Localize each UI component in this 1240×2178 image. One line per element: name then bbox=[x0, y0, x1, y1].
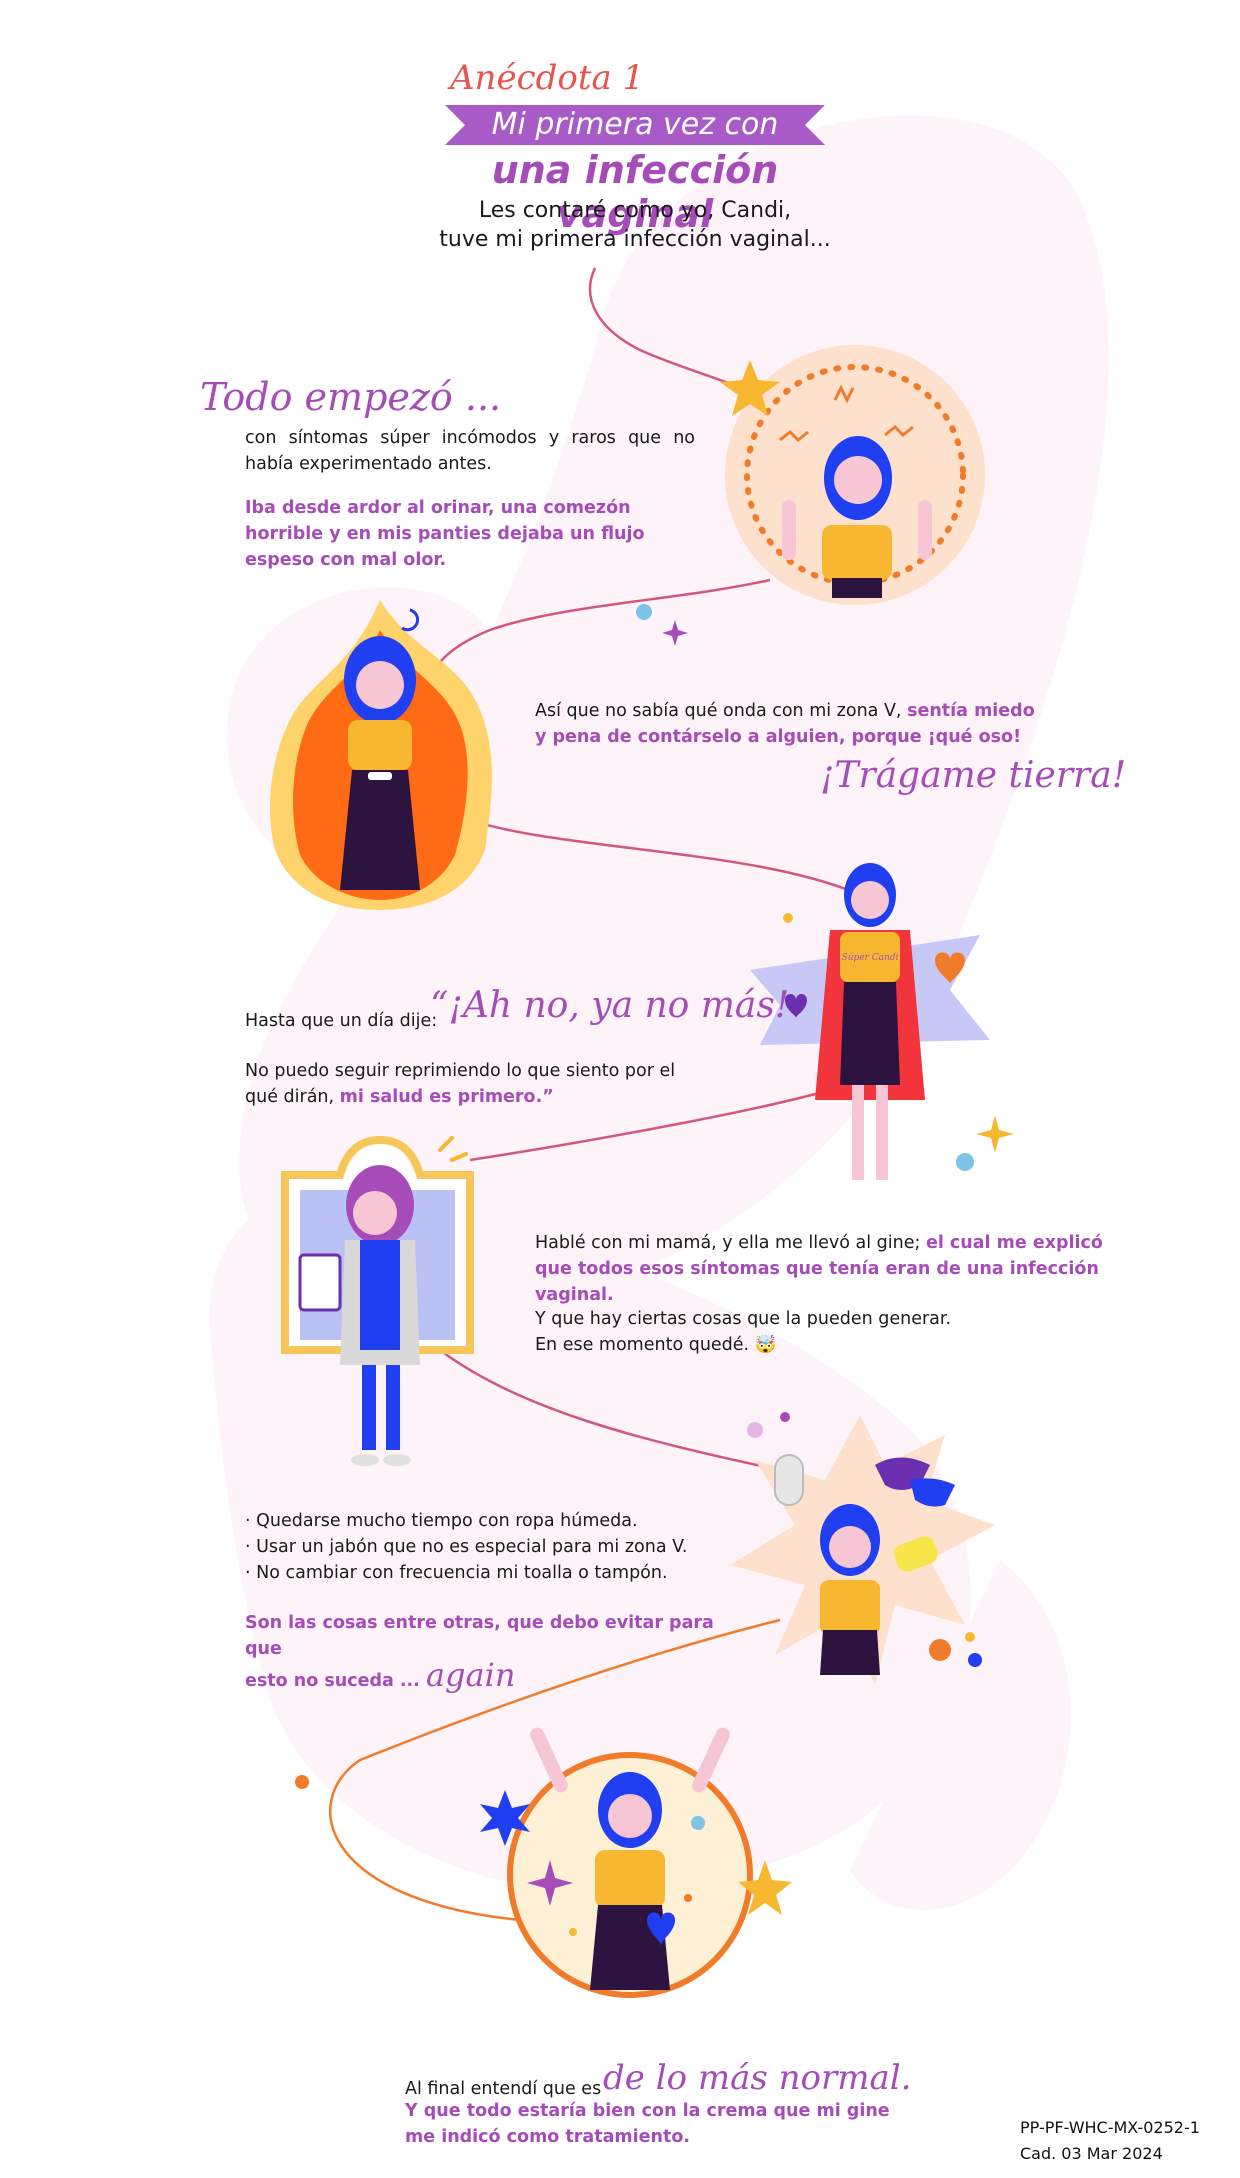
exploding-head-emoji: 🤯 bbox=[754, 1335, 777, 1355]
plus-sparkle-icon-2 bbox=[956, 1115, 1014, 1171]
section5-highlight: Son las cosas entre otras, que debo evit… bbox=[245, 1610, 745, 1694]
section2-text: Así que no sabía qué onda con mi zona V,… bbox=[535, 698, 1035, 750]
header-banner-shape bbox=[445, 105, 825, 145]
plus-sparkle-icon bbox=[636, 604, 688, 646]
section5-highlight-1: Son las cosas entre otras, que debo evit… bbox=[245, 1613, 714, 1659]
bullet-item: · No cambiar con frecuencia mi toalla o … bbox=[245, 1563, 668, 1583]
section4-text: Hablé con mi mamá, y ella me llevó al gi… bbox=[535, 1230, 1105, 1308]
section6-highlight: Y que todo estaría bien con la crema que… bbox=[405, 2098, 925, 2150]
section3-text: No puedo seguir reprimiendo lo que sient… bbox=[245, 1058, 705, 1110]
header-banner-text: Mi primera vez con bbox=[491, 107, 779, 142]
footer-legal: PP-PF-WHC-MX-0252-1 Cad. 03 Mar 2024 bbox=[1020, 2115, 1200, 2167]
section4-text2: Y que hay ciertas cosas que la pueden ge… bbox=[535, 1306, 1095, 1358]
footer-code: PP-PF-WHC-MX-0252-1 bbox=[1020, 2118, 1200, 2137]
section5-highlight-2: esto no suceda ... again bbox=[245, 1656, 516, 1694]
illustration-stressed-candi bbox=[720, 345, 985, 605]
heart-icon bbox=[935, 952, 965, 984]
section4-line-b: En ese momento quedé. 🤯 bbox=[535, 1335, 777, 1355]
footer-expiry: Cad. 03 Mar 2024 bbox=[1020, 2144, 1163, 2163]
header-kicker: Anécdota 1 bbox=[450, 58, 645, 98]
section2-plain: Así que no sabía qué onda con mi zona V, bbox=[535, 701, 902, 721]
header-intro: Les contaré como yo, Candi, tuve mi prim… bbox=[420, 196, 850, 254]
illustration-candi-on-fire bbox=[270, 600, 492, 910]
section6-lead: Al final entendí que es bbox=[405, 2079, 602, 2099]
sparkle-star-icon bbox=[720, 360, 780, 416]
section5-script: again bbox=[425, 1656, 516, 1694]
illustration-happy-candi bbox=[295, 1727, 792, 1998]
super-candi-shirt: Súper Candi bbox=[842, 952, 899, 963]
sparkle-star-icon-blue bbox=[480, 1790, 530, 1846]
section4-highlight: el cual me explicó que todos esos síntom… bbox=[535, 1233, 1103, 1305]
illustration-doctor bbox=[281, 1135, 474, 1466]
intro-line-2: tuve mi primera infección vaginal... bbox=[439, 227, 831, 252]
section1-highlight: Iba desde ardor al orinar, una comezón h… bbox=[245, 498, 645, 570]
section3-highlight: mi salud es primero.” bbox=[339, 1087, 554, 1107]
section4-line-a: Y que hay ciertas cosas que la pueden ge… bbox=[535, 1309, 952, 1329]
bullet-item: · Usar un jabón que no es especial para … bbox=[245, 1537, 688, 1557]
section6-highlight-1: Y que todo estaría bien con la crema que… bbox=[405, 2101, 890, 2121]
section2-highlight: sentía miedo y pena de contárselo a algu… bbox=[535, 701, 1035, 747]
section5-bullets: · Quedarse mucho tiempo con ropa húmeda.… bbox=[245, 1508, 725, 1586]
section6-script: de lo más normal. bbox=[603, 2058, 912, 2098]
header-headline: una infección vaginal bbox=[491, 148, 779, 236]
section4-plain: Hablé con mi mamá, y ella me llevó al gi… bbox=[535, 1233, 921, 1253]
section3-lead: Hasta que un día dije: bbox=[245, 1011, 438, 1031]
pad-icon bbox=[774, 1454, 804, 1506]
section3-script: “¡Ah no, ya no más! bbox=[430, 985, 790, 1026]
section6-highlight-2: me indicó como tratamiento. bbox=[405, 2127, 690, 2147]
section1-script-title: Todo empezó ... bbox=[200, 375, 502, 419]
soap-icon bbox=[894, 1536, 938, 1572]
section3-plain: No puedo seguir reprimiendo lo que sient… bbox=[245, 1061, 676, 1107]
bullet-item: · Quedarse mucho tiempo con ropa húmeda. bbox=[245, 1511, 638, 1531]
section1-text: con síntomas súper incómodos y raros que… bbox=[245, 428, 695, 474]
intro-line-1: Les contaré como yo, Candi, bbox=[478, 198, 792, 223]
illustration-thinking-candi bbox=[730, 1412, 995, 1685]
illustration-super-candi: Súper Candi bbox=[750, 863, 990, 1180]
section2-script: ¡Trágame tierra! bbox=[820, 755, 1127, 796]
